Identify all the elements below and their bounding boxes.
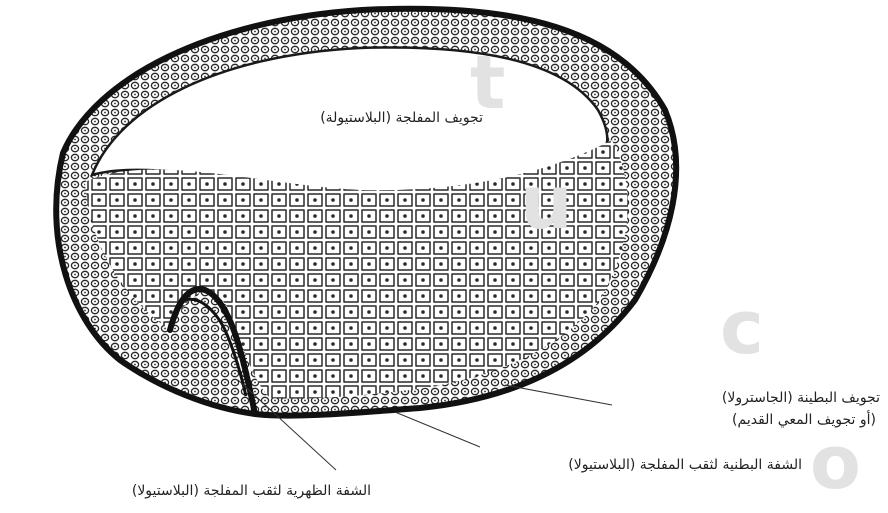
label-archenteron-line2: (أو تجويف المعي القديم): [732, 410, 876, 430]
label-blastocoel: تجويف المفلجة (البلاستيولة): [320, 108, 483, 128]
label-dorsal-lip: الشفة الظهرية لثقب المفلجة (البلاستيولا): [132, 481, 371, 501]
leader-ventral-lip: [395, 412, 480, 447]
label-archenteron-line1: تجويف البطينة (الجاسترولا): [722, 388, 880, 408]
label-ventral-lip: الشفة البطنية لثقب المفلجة (البلاستيولا): [568, 455, 802, 475]
leader-archenteron: [505, 385, 612, 405]
